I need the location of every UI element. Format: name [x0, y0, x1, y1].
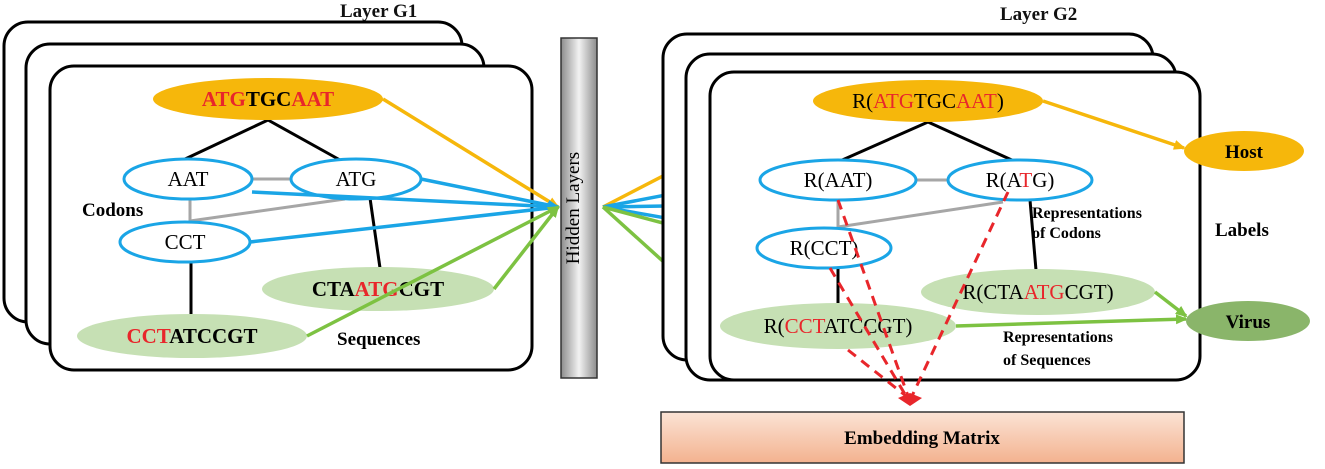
arrow-aat-to-hidden	[251, 190, 560, 212]
g2-node-sequence-b-label: R(CCTATCCGT)	[764, 314, 913, 338]
dash-cct-embed	[828, 267, 908, 397]
g2-edge-cross	[837, 200, 1004, 229]
labels-panel: Host Labels Virus	[1184, 131, 1310, 341]
g2-node-codon-cct-label: R(CCT)	[790, 236, 859, 260]
label-arrows	[955, 99, 1188, 328]
node-sequence-b-label: CCTATCCGT	[126, 324, 257, 348]
rep-codons-caption-1: Representations	[1032, 205, 1142, 222]
rep-seq-caption-2: of Sequences	[1003, 352, 1091, 369]
dash-seq-embed	[847, 348, 907, 398]
g2-node-sequence-b	[720, 303, 956, 349]
dash-atg-embed	[910, 191, 1010, 397]
arrow-root-to-host	[1042, 99, 1186, 150]
g2-node-codon-atg-label: R(ATG)	[986, 168, 1055, 192]
embedding-matrix-box	[660, 411, 1185, 464]
g2-node-sequence-a-label: R(CTAATGCGT)	[962, 280, 1113, 304]
arrow-atg-to-hidden	[420, 177, 560, 210]
labels-title: Labels	[1215, 220, 1269, 241]
label-host-node	[1184, 131, 1304, 171]
g2-edge-root-aat	[839, 120, 929, 163]
hidden-layers-box	[560, 37, 598, 379]
hidden-layers: Hidden Layers	[560, 37, 598, 379]
node-codon-aat-label: AAT	[168, 167, 209, 191]
arrow-seqa-to-virus	[1153, 290, 1188, 318]
label-virus-text: Virus	[1226, 312, 1271, 333]
g2-node-codon-atg	[946, 158, 1094, 202]
g2-node-root-label: R(ATGTGCAAT)	[852, 89, 1004, 113]
arrow-root-to-hidden	[382, 97, 560, 209]
layer-g1: Layer G1 ATGTGCAAT AAT ATG CCT Codons CT…	[2, 1, 534, 372]
node-root-sequence	[153, 78, 383, 120]
edge-cross	[189, 197, 346, 223]
g2-edge-atg-seqa	[1028, 199, 1038, 271]
edge-root-atg	[267, 118, 341, 162]
g2-node-codon-cct	[755, 226, 893, 270]
arrow-seqb-to-virus	[955, 314, 1188, 328]
node-codon-cct-label: CCT	[165, 230, 206, 254]
embedding-links	[828, 191, 1010, 406]
dash-aat-embed	[836, 199, 910, 397]
arrows-g1-to-hidden	[249, 97, 560, 338]
embed-arrowhead	[898, 393, 922, 406]
g2-node-codon-aat-label: R(AAT)	[804, 168, 873, 192]
arrow-cct-to-hidden	[249, 203, 560, 244]
layer-g1-title: Layer G1	[340, 1, 417, 22]
node-root-sequence-label: ATGTGCAAT	[202, 87, 334, 111]
g2-node-sequence-a	[921, 269, 1155, 315]
node-codon-atg-label: ATG	[336, 167, 377, 191]
label-virus-node	[1186, 301, 1310, 341]
rep-seq-caption-1: Representations	[1003, 329, 1113, 346]
arrow-seqa-to-hidden	[492, 205, 560, 291]
arrow-seqb-to-hidden	[306, 205, 560, 338]
node-sequence-a	[262, 267, 494, 311]
edge-root-aat	[182, 118, 269, 162]
sequences-caption: Sequences	[337, 329, 420, 350]
hidden-layers-label: Hidden Layers	[563, 152, 584, 264]
g2-edge-root-atg	[927, 120, 1015, 163]
embedding-matrix-label: Embedding Matrix	[844, 428, 1000, 449]
node-sequence-b	[77, 314, 307, 358]
codons-caption: Codons	[82, 200, 143, 221]
node-codon-aat	[122, 157, 254, 201]
g2-node-root	[813, 80, 1043, 122]
embedding-matrix: Embedding Matrix	[660, 411, 1185, 464]
layer-g2-title: Layer G2	[1000, 4, 1077, 25]
label-host-text: Host	[1225, 142, 1264, 163]
rep-codons-caption-2: of Codons	[1032, 225, 1101, 242]
layer-g2: Layer G2 R(ATGTGCAAT) R(AAT) R(ATG) R(CC…	[661, 4, 1202, 382]
edge-atg-seqa	[368, 197, 382, 269]
node-sequence-a-label: CTAATGCGT	[312, 277, 444, 301]
